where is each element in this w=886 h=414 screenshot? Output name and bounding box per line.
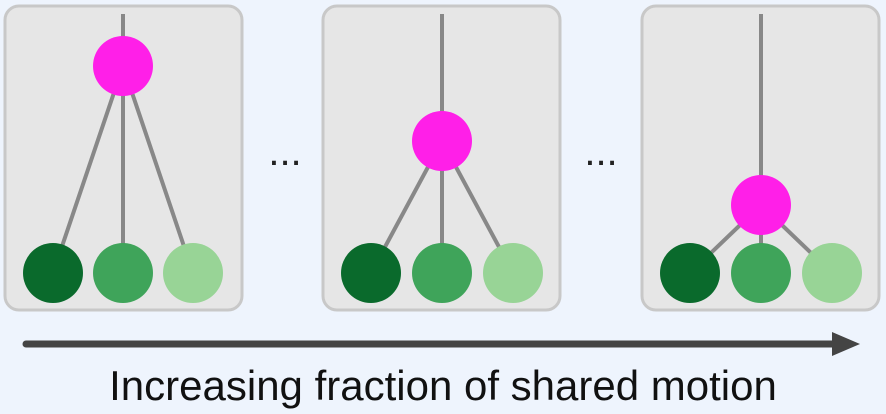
parent-node (93, 36, 153, 96)
parent-node (731, 175, 791, 235)
child-node-mid (731, 243, 791, 303)
child-node-light (802, 243, 862, 303)
child-node-light (163, 243, 223, 303)
child-node-mid (93, 243, 153, 303)
ellipsis-2: ... (584, 130, 617, 174)
arrow-head (832, 332, 860, 356)
child-node-dark (23, 243, 83, 303)
progress-arrow (22, 332, 860, 356)
panel-medium-shared (321, 4, 562, 312)
child-node-dark (660, 243, 720, 303)
child-node-light (483, 243, 543, 303)
child-node-mid (412, 243, 472, 303)
child-node-dark (341, 243, 401, 303)
ellipsis-1: ... (268, 130, 301, 174)
caption: Increasing fraction of shared motion (109, 362, 777, 409)
parent-node (412, 111, 472, 171)
panel-low-shared (3, 4, 244, 312)
panel-high-shared (640, 4, 881, 312)
edge-right (121, 65, 195, 274)
edge-left (51, 65, 125, 274)
